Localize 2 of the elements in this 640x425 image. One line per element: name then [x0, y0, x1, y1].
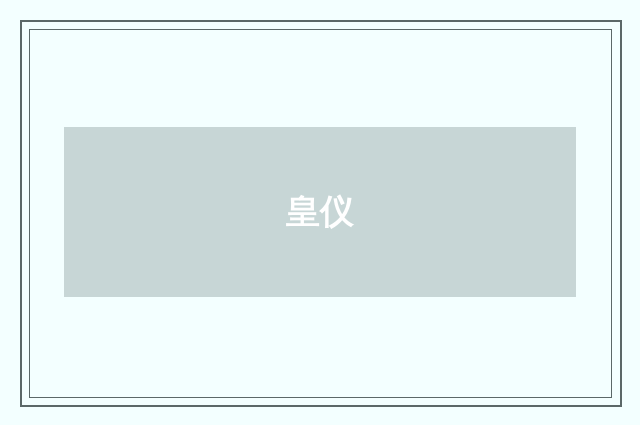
- title-text: 皇仪: [286, 191, 354, 234]
- title-panel: [64, 127, 576, 297]
